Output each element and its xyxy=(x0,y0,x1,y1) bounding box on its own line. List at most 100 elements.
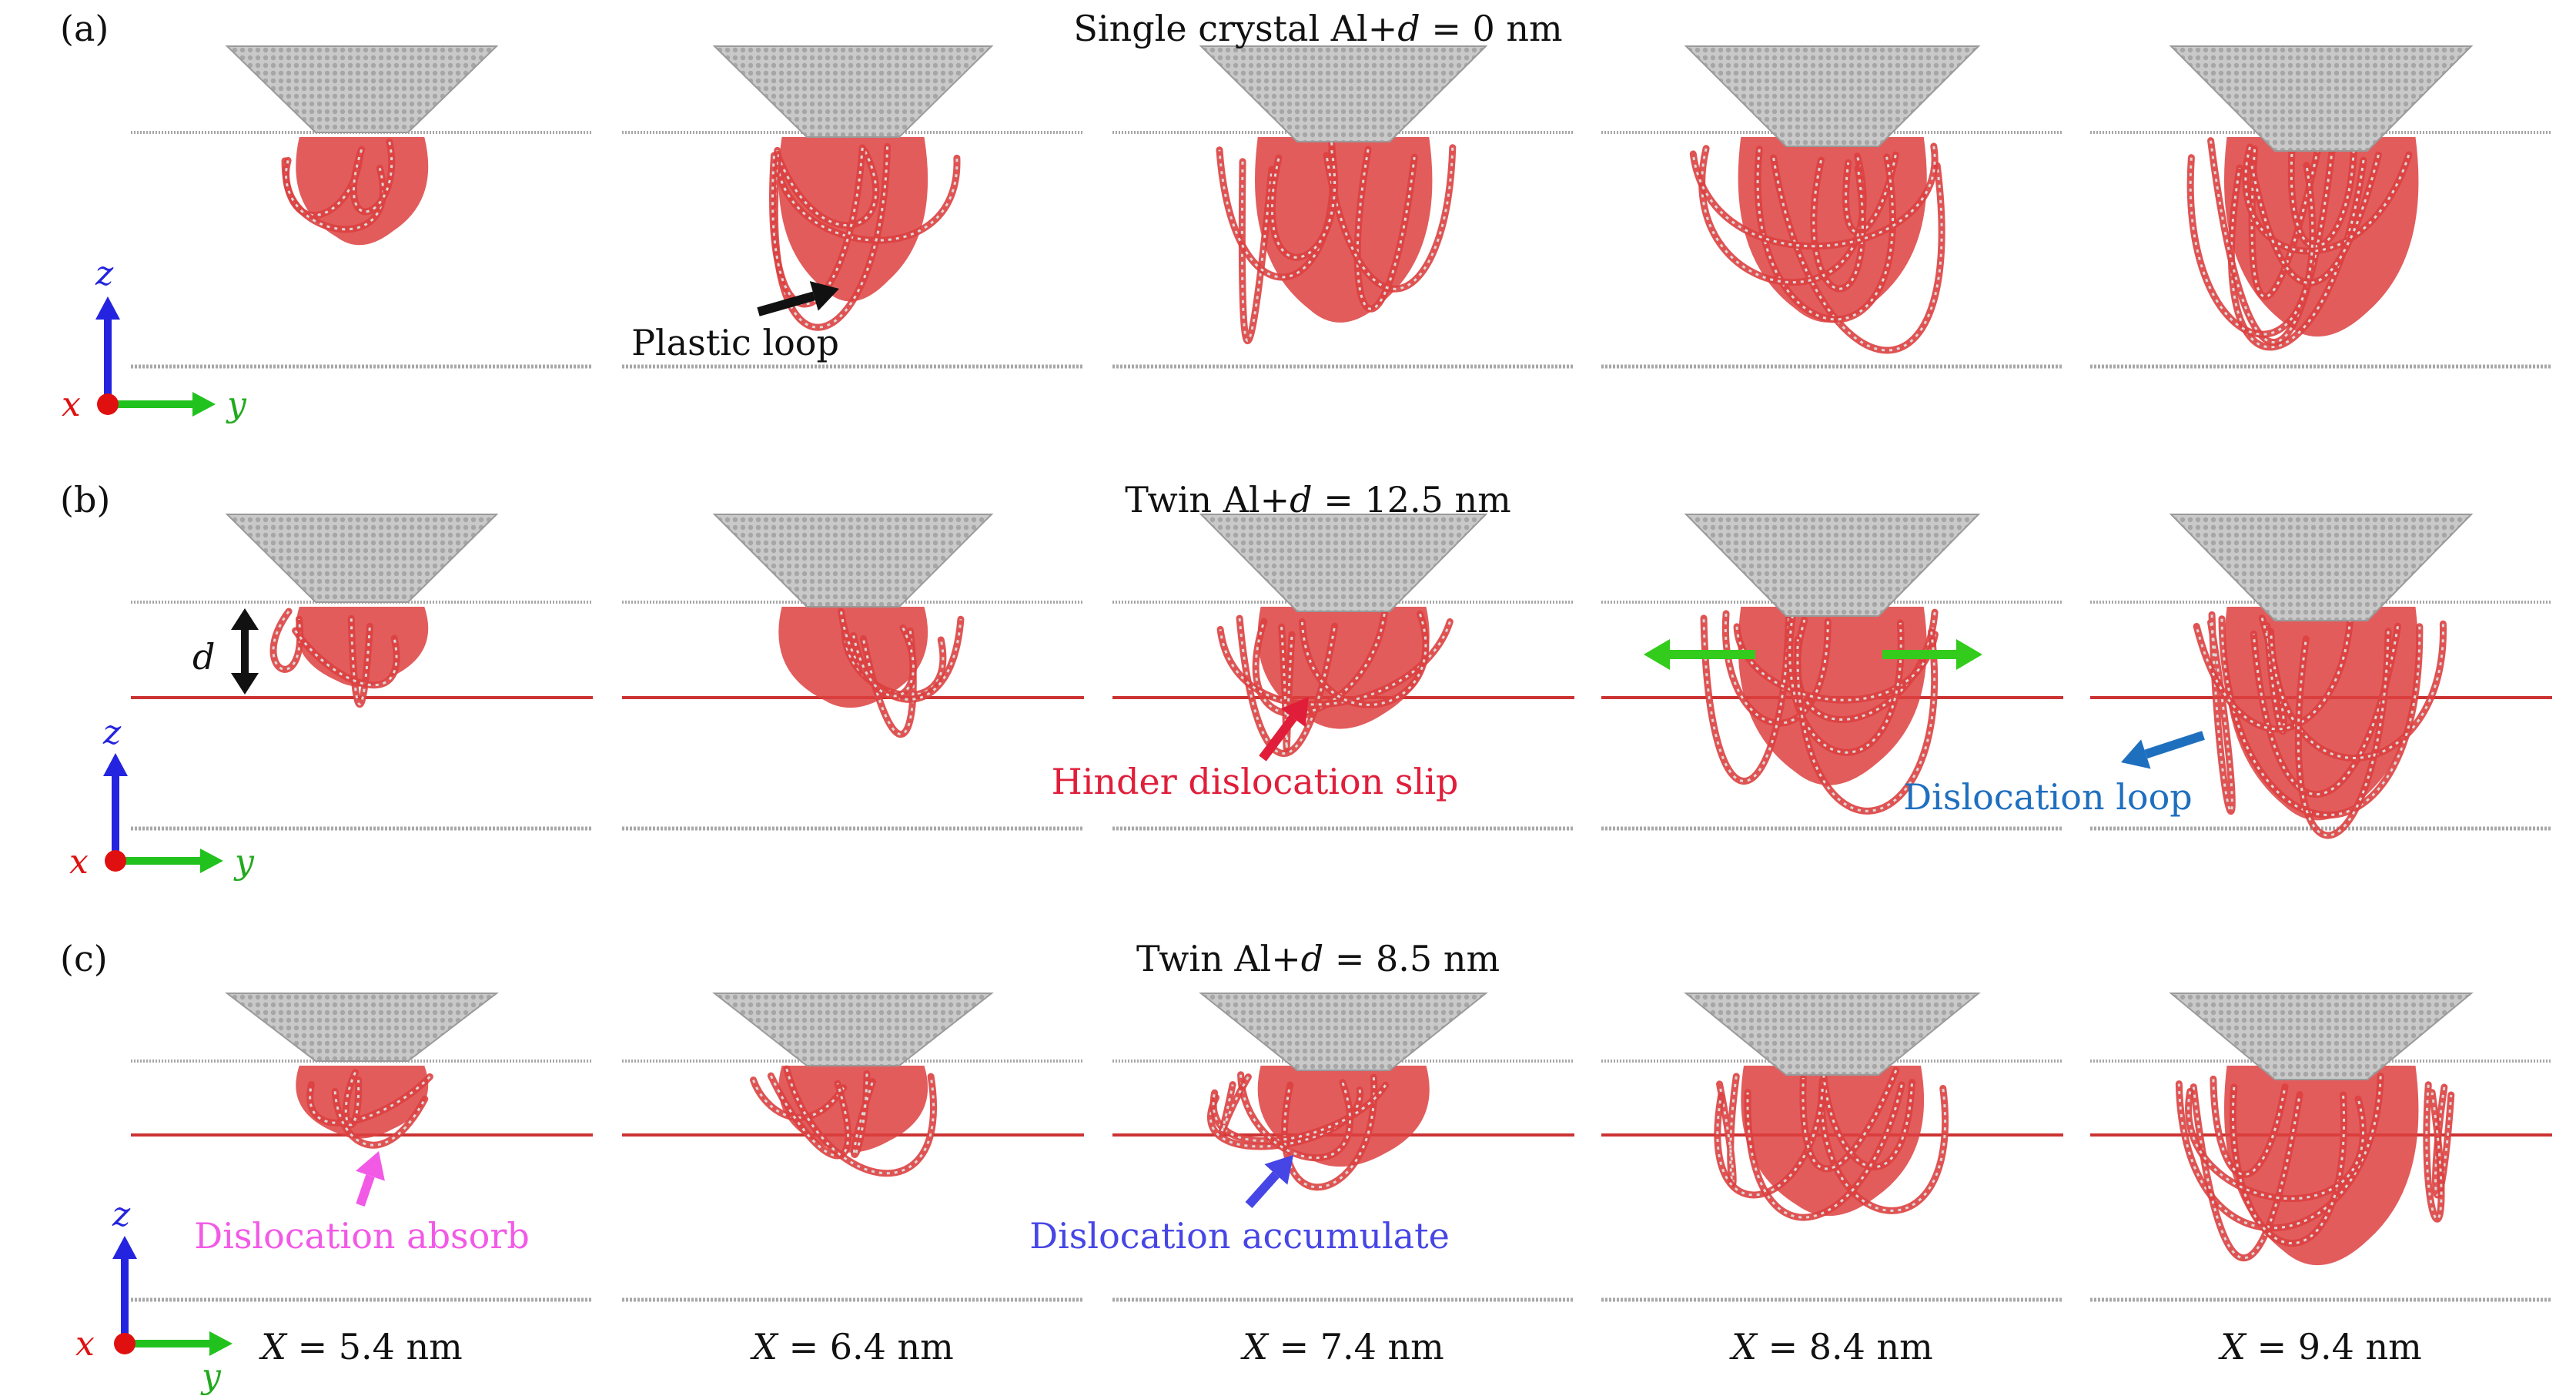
dislocation-core xyxy=(1220,1076,1250,1133)
x-position-label-2: X = 6.4 nm xyxy=(752,1326,954,1368)
thickness-label-d: d xyxy=(192,636,216,678)
panel-label-b: (b) xyxy=(60,479,111,521)
dislocation-line xyxy=(750,1076,848,1121)
dislocation-core xyxy=(770,1075,850,1157)
indenter xyxy=(2169,45,2474,152)
dislocation-core xyxy=(344,1072,360,1127)
x-axis-dot xyxy=(105,850,126,872)
dislocation-core xyxy=(843,632,945,697)
y-axis-head xyxy=(209,1331,233,1356)
snapshot-row-c xyxy=(131,993,2552,1302)
dislocation-core xyxy=(2195,618,2352,731)
indenter xyxy=(712,514,994,608)
axis-z-label-b: z xyxy=(103,713,122,752)
dislocation-core xyxy=(1239,1074,1352,1160)
dislocation-core xyxy=(776,150,958,242)
arrow-head xyxy=(356,1151,385,1181)
axis-x-label-a: x xyxy=(62,385,81,424)
snapshot-a-3 xyxy=(1112,45,1574,369)
arrow-shaft xyxy=(757,291,815,316)
axis-z-label-c: z xyxy=(112,1195,131,1234)
snapshot-b-2 xyxy=(622,514,1084,831)
snapshot-a-2 xyxy=(622,45,1084,369)
indenter xyxy=(225,45,499,133)
dislocation-core xyxy=(2250,154,2380,284)
indenter xyxy=(712,45,994,138)
plastic-zone xyxy=(296,607,429,687)
dislocation-core xyxy=(2232,1086,2346,1245)
dislocation-core xyxy=(1356,149,1416,310)
indenter xyxy=(1199,45,1488,142)
axes-row-a xyxy=(95,296,216,417)
dislocation-core xyxy=(353,141,393,213)
dislocation-core xyxy=(2260,618,2285,733)
simulation-panels xyxy=(131,45,2552,1302)
arrow-head-up xyxy=(231,608,259,630)
annotation-dislocation-accumulate: Dislocation accumulate xyxy=(1029,1215,1450,1257)
annotation-plastic-loop: Plastic loop xyxy=(631,322,839,363)
dislocation-core xyxy=(1219,621,1451,706)
dislocation-core xyxy=(1325,147,1454,290)
panel-label-a: (a) xyxy=(60,8,109,49)
dislocation-core xyxy=(1756,149,1895,321)
x-position-label-4: X = 8.4 nm xyxy=(1731,1326,1933,1368)
dislocation-core xyxy=(1746,1084,1903,1219)
x-position-label-3: X = 7.4 nm xyxy=(1243,1326,1444,1368)
dislocation-core xyxy=(2192,1086,2301,1260)
dislocation-core xyxy=(2187,1091,2364,1200)
dislocation-core xyxy=(1820,1080,1947,1212)
dislocation-core xyxy=(2250,141,2321,298)
row-title-b: Twin Al+d = 12.5 nm xyxy=(1125,479,1511,521)
z-axis-head xyxy=(112,1236,137,1259)
snapshot-row-b xyxy=(131,514,2552,839)
axes-row-c xyxy=(112,1236,233,1356)
axis-y-label-b: y xyxy=(235,842,254,882)
coordinate-axes xyxy=(95,296,233,1356)
arrow-dislocation-absorb xyxy=(356,1151,385,1207)
dislocation-core xyxy=(294,630,398,687)
arrow-head xyxy=(2121,739,2151,769)
dislocation-core xyxy=(1716,1088,1824,1197)
dislocation-core xyxy=(1802,1070,1898,1170)
snapshot-b-3 xyxy=(1112,514,1574,831)
indenter xyxy=(1684,45,1981,147)
snapshot-a-4 xyxy=(1601,45,2063,369)
indenter xyxy=(2169,993,2474,1080)
indenter xyxy=(712,993,994,1066)
snapshot-a-5 xyxy=(2090,45,2552,369)
dislocation-line xyxy=(2287,139,2358,250)
indenter xyxy=(1199,993,1488,1071)
row-title-c: Twin Al+d = 8.5 nm xyxy=(1136,938,1500,979)
dislocation-core xyxy=(771,147,864,306)
annotation-hinder-dislocation-slip: Hinder dislocation slip xyxy=(1051,761,1459,802)
annotation-dislocation-loop: Dislocation loop xyxy=(1903,776,2193,818)
row-title-a: Single crystal Al+d = 0 nm xyxy=(1073,8,1563,49)
dislocation-line xyxy=(1794,628,1939,815)
dislocation-core xyxy=(1270,149,1337,259)
arrow-head xyxy=(1956,639,1982,670)
axis-y-label-a: y xyxy=(227,385,246,424)
z-axis-head xyxy=(95,296,120,320)
y-axis-head xyxy=(192,392,216,417)
dislocation-core xyxy=(272,611,302,671)
axis-x-label-c: x xyxy=(75,1324,95,1364)
arrow-head-down xyxy=(231,673,259,695)
annotation-arrows xyxy=(231,281,2205,1208)
dislocation-core xyxy=(785,1068,935,1175)
z-axis-head xyxy=(103,753,128,776)
axes-row-b xyxy=(103,753,223,873)
snapshot-c-3 xyxy=(1112,993,1574,1302)
dislocation-core xyxy=(1240,161,1273,342)
dislocation-core xyxy=(333,1091,427,1147)
snapshot-c-4 xyxy=(1601,993,2063,1302)
arrow-green-left xyxy=(1644,639,1755,670)
snapshot-row-a xyxy=(131,45,2552,369)
arrow-hinder-slip xyxy=(1259,697,1309,762)
axis-y-label-c: y xyxy=(202,1357,221,1396)
dislocation-core xyxy=(2244,146,2410,253)
arrow-plastic-loop xyxy=(757,281,839,316)
snapshot-b-5 xyxy=(2090,514,2552,839)
indenter xyxy=(1199,514,1488,612)
snapshot-c-5 xyxy=(2090,993,2552,1302)
